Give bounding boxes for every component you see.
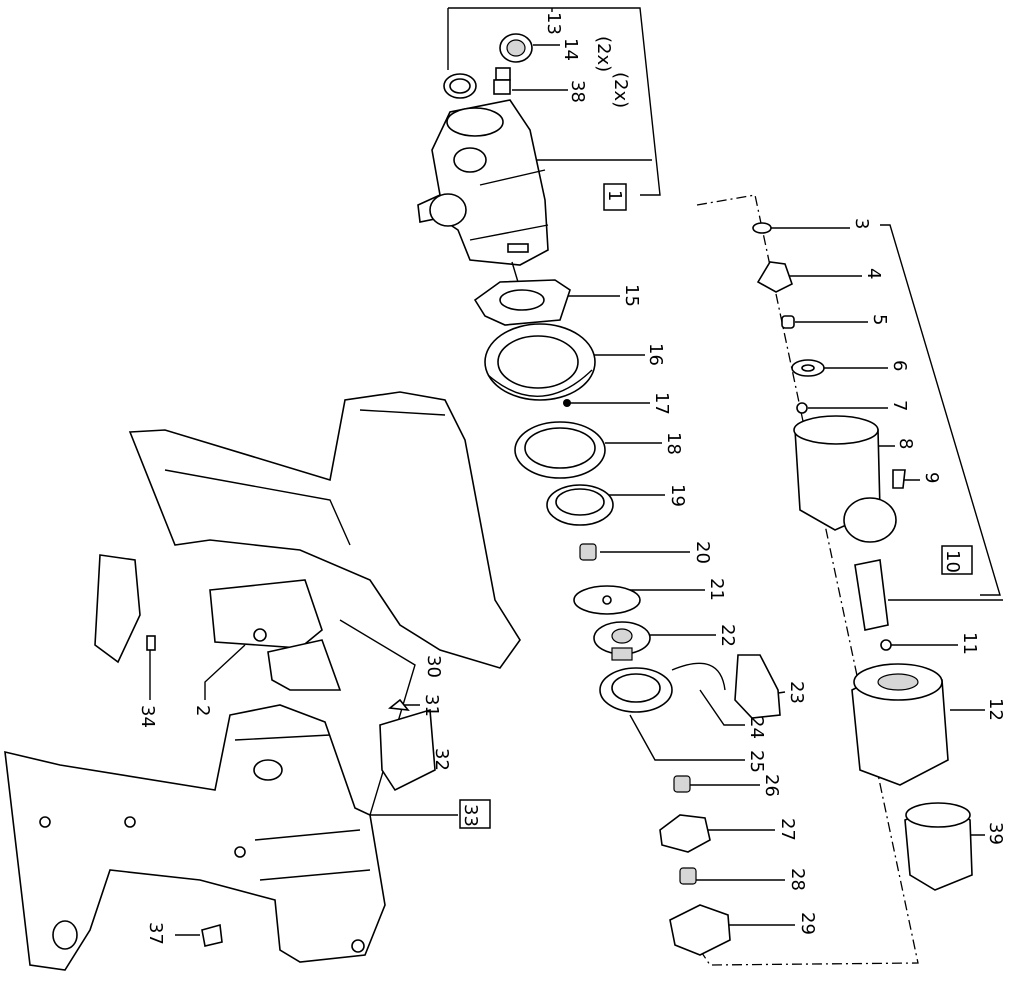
label-12: 12 [985, 698, 1006, 721]
label-38: 38 [567, 80, 588, 103]
label-23: 23 [786, 681, 807, 704]
label-5: 5 [869, 314, 890, 325]
group-1-box [603, 183, 627, 211]
label-38-qty: (2x) [610, 72, 631, 108]
label-10: 10 [942, 550, 963, 573]
label-33: 33 [460, 804, 481, 827]
label-29: 29 [797, 912, 818, 935]
label-14: 14 [560, 38, 581, 61]
housing-half-right [128, 391, 521, 669]
label-37: 37 [145, 922, 166, 945]
label-28: 28 [787, 868, 808, 891]
part-labels: 13 14 (2x) 38 (2x) 1 15 16 17 18 19 20 2… [137, 12, 1006, 945]
group-10-box [941, 545, 973, 575]
label-17: 17 [651, 392, 672, 415]
label-9: 9 [921, 472, 942, 483]
motor-assembly [417, 33, 549, 283]
label-14-qty: (2x) [593, 36, 614, 72]
housing-half-left [4, 704, 386, 971]
label-24: 24 [746, 716, 767, 739]
gear-ring-parts [473, 279, 781, 956]
label-26: 26 [761, 774, 782, 797]
label-27: 27 [777, 818, 798, 841]
label-2: 2 [192, 705, 213, 716]
label-3: 3 [851, 218, 872, 229]
chuck-assembly-enclosure [696, 194, 919, 966]
label-8: 8 [895, 438, 916, 449]
label-4: 4 [863, 268, 884, 279]
label-32: 32 [431, 748, 452, 771]
label-21: 21 [706, 578, 727, 601]
label-39: 39 [985, 822, 1006, 845]
label-6: 6 [889, 360, 910, 371]
label-25: 25 [746, 750, 767, 773]
group-33-box [459, 799, 491, 829]
label-31: 31 [421, 694, 442, 717]
label-18: 18 [663, 432, 684, 455]
label-13: 13 [543, 12, 564, 35]
label-22: 22 [717, 624, 738, 647]
label-11: 11 [959, 632, 980, 655]
label-30: 30 [423, 655, 444, 678]
label-15: 15 [621, 284, 642, 307]
label-34: 34 [137, 705, 158, 728]
label-19: 19 [667, 484, 688, 507]
label-1: 1 [604, 190, 625, 201]
chuck-parts [752, 222, 973, 891]
label-20: 20 [692, 541, 713, 564]
label-16: 16 [645, 343, 666, 366]
switch-and-battery-cover [94, 554, 436, 792]
label-7: 7 [889, 400, 910, 411]
